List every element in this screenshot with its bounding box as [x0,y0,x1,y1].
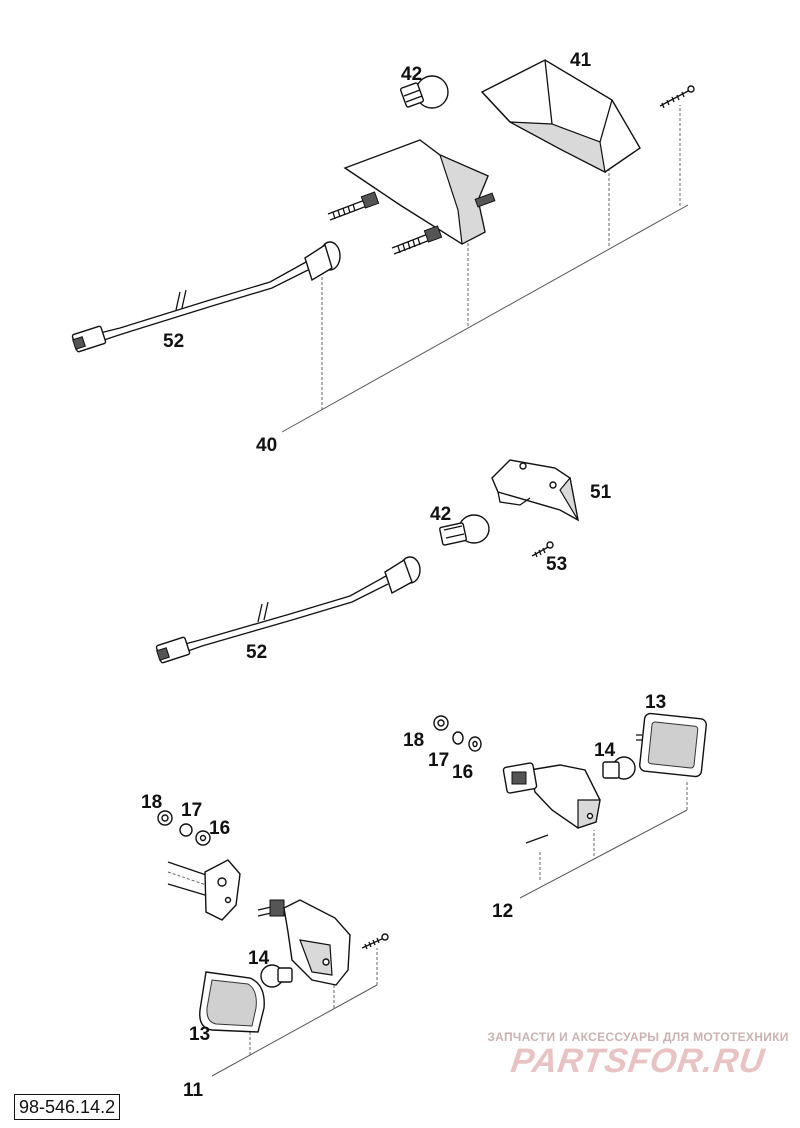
turn-signal-assembly-left: 18 17 16 14 13 11 [141,792,389,1101]
indicator-lens-icon [636,712,707,778]
lamp-cover-icon [491,459,579,522]
callout-label: 17 [428,750,449,771]
callout-label: 18 [141,792,162,813]
screw-icon [361,933,389,950]
tail-light-assembly-middle: 51 42 53 52 [155,459,612,664]
callout-label: 12 [492,901,513,922]
bulb-icon [439,514,490,546]
callout-label: 42 [430,504,451,525]
lamp-housing-icon [480,59,641,174]
lock-washer-icon [179,823,193,837]
watermark-subtitle: ЗАПЧАСТИ И АКСЕССУАРЫ ДЛЯ МОТОТЕХНИКИ [487,1030,789,1044]
indicator-body-icon [502,762,601,829]
lamp-body-icon [327,139,496,255]
callout-label: 40 [256,435,277,456]
drawing-code: 98-546.14.2 [14,1094,121,1120]
leader-line-11 [211,984,378,1077]
callout-label: 52 [163,331,184,352]
cable-icon [155,556,421,664]
callout-label: 13 [189,1024,210,1045]
indicator-body-icon [257,899,351,986]
callout-label: 53 [546,554,567,575]
callout-label: 14 [248,948,270,969]
callout-label: 52 [246,642,267,663]
callout-label: 13 [645,692,666,713]
washer-icon [468,736,482,752]
turn-signal-assembly-right: 18 17 16 14 13 12 [403,692,707,922]
callout-label: 41 [570,50,592,71]
callout-label: 17 [181,800,202,821]
callout-label: 16 [209,818,230,839]
nut-icon [433,715,449,731]
callout-label: 51 [590,482,612,503]
bulb-icon [399,75,449,109]
tail-light-assembly-top: 42 41 52 40 [71,50,695,456]
callout-label: 11 [183,1080,204,1101]
cable-icon [71,241,341,353]
mounting-bracket-icon [167,859,241,921]
pin-icon [525,834,549,844]
watermark-logo: PARTSFOR.RU [508,1042,768,1080]
callout-label: 18 [403,730,424,751]
washer-icon [195,830,211,846]
bulb-icon [260,964,293,988]
watermark: ЗАПЧАСТИ И АКСЕССУАРЫ ДЛЯ МОТОТЕХНИКИ PA… [478,1030,798,1081]
callout-label: 42 [401,64,422,85]
bulb-icon [602,756,636,780]
screw-icon [659,85,695,109]
lock-washer-icon [452,731,464,745]
screw-icon [531,541,554,558]
indicator-lens-icon [199,971,265,1033]
callout-label: 14 [594,740,616,761]
callout-label: 16 [452,762,473,783]
nut-icon [157,810,173,826]
leader-line-12 [519,809,688,899]
leader-line-40 [281,204,689,433]
